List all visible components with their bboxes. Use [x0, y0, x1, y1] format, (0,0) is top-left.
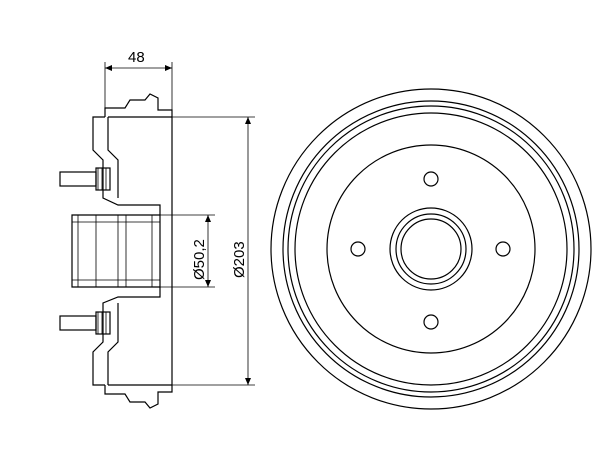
web-upper	[92, 116, 161, 215]
drum-outer-ring	[270, 88, 592, 410]
drum-ring-3	[287, 105, 575, 393]
drum-inner-wall	[108, 116, 172, 386]
bolt-hole-top	[423, 171, 439, 187]
flange-face	[326, 144, 536, 354]
width-dimension: 48	[104, 49, 173, 110]
front-view	[270, 88, 592, 410]
drum-ring-4	[294, 112, 568, 386]
hub-outer	[389, 207, 473, 291]
diameter-dimension: Ø203	[172, 116, 255, 386]
web-lower	[92, 287, 161, 386]
bolt-hole-right	[495, 241, 511, 257]
width-label: 48	[128, 49, 145, 66]
drum-outer-profile	[104, 93, 173, 409]
bore-label: Ø50,2	[191, 239, 208, 280]
drum-ring-2	[282, 100, 580, 398]
bolt-hole-left	[350, 241, 366, 257]
hub-bore	[400, 218, 462, 280]
bore-dimension: Ø50,2	[160, 214, 215, 288]
bolt-hole-bottom	[423, 314, 439, 330]
wheel-stud-lower	[59, 311, 111, 335]
side-section-view: 48 Ø50,2 Ø203	[59, 49, 255, 409]
wheel-stud-upper	[59, 167, 111, 191]
hub-mid	[395, 213, 467, 285]
hub-body	[71, 214, 161, 288]
diameter-label: Ø203	[231, 241, 248, 278]
